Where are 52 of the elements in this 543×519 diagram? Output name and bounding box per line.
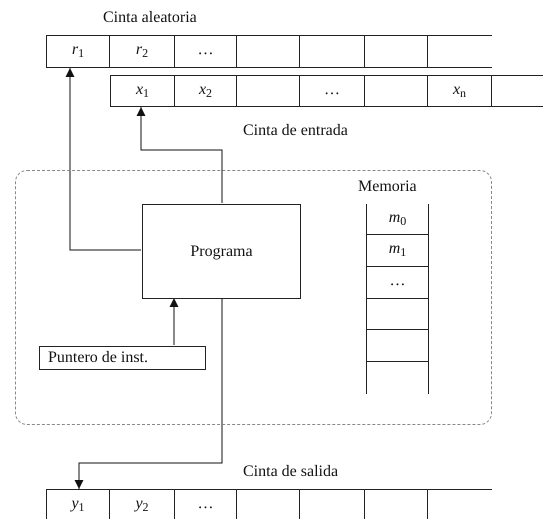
tape-cell — [46, 489, 110, 519]
cell-symbol: … — [198, 494, 214, 514]
arrow — [74, 298, 222, 490]
cell-symbol: … — [324, 80, 340, 100]
tape-cell — [428, 75, 492, 107]
tape-cell — [175, 35, 237, 68]
memory-cell — [366, 204, 429, 235]
tape-cell — [110, 35, 175, 68]
cell-symbol: r$_{2}$ — [136, 40, 148, 60]
cell-symbol: x$_{1}$ — [136, 80, 150, 100]
tape-cell — [365, 35, 428, 68]
process-box — [39, 346, 206, 370]
memory-cell — [366, 299, 429, 330]
tape-cell — [237, 75, 300, 107]
memory-cell — [366, 267, 429, 299]
arrow — [136, 106, 222, 204]
cell-symbol: … — [198, 40, 214, 60]
tape-cell — [110, 489, 175, 519]
dashed-boundary — [15, 170, 492, 425]
cell-symbol: x$_{n}$ — [452, 80, 466, 100]
tape-cell — [237, 489, 300, 519]
tape-cell — [110, 75, 175, 107]
tape-cell — [300, 75, 365, 107]
arrow — [66, 68, 142, 250]
cell-symbol: r$_{1}$ — [72, 40, 84, 60]
box-label: Programa — [190, 242, 253, 262]
cell-symbol: m$_{1}$ — [388, 239, 406, 259]
arrow — [170, 298, 178, 346]
tape-heading: Cinta aleatoria — [103, 10, 197, 26]
cell-symbol: y$_{1}$ — [71, 494, 85, 514]
tape-cell — [46, 35, 110, 68]
cell-symbol: … — [390, 271, 406, 291]
tape-cell — [175, 489, 237, 519]
tape-cell — [237, 35, 300, 68]
cell-symbol: x$_{2}$ — [198, 80, 212, 100]
cell-symbol: m$_{0}$ — [388, 208, 406, 228]
tape-cell — [365, 489, 428, 519]
tape-heading: Cinta de entrada — [243, 123, 348, 139]
tape-cell — [492, 75, 543, 107]
tape-heading: Cinta de salida — [243, 464, 338, 480]
box-label: Puntero de inst. — [48, 348, 148, 368]
memory-cell — [366, 235, 429, 267]
tape-cell — [300, 35, 365, 68]
tape-cell — [428, 35, 492, 68]
tape-cell — [175, 75, 237, 107]
tape-heading: Memoria — [358, 179, 417, 195]
cell-symbol: y$_{2}$ — [135, 494, 149, 514]
memory-cell — [366, 330, 429, 362]
process-box — [142, 204, 301, 299]
memory-cell — [366, 362, 429, 394]
tape-cell — [365, 75, 428, 107]
tape-cell — [300, 489, 365, 519]
